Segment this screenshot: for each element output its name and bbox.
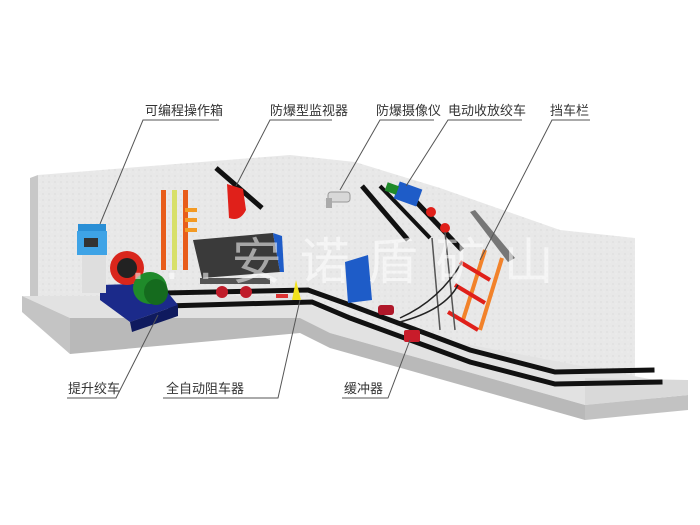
electric-winch [360,181,464,252]
hoisting-winch [100,251,178,332]
mine-car [193,233,284,298]
label-automatic-car-stopper: 全自动阻车器 [166,382,245,397]
automatic-car-stopper [276,280,301,300]
label-electric-winch: 电动收放绞车 [448,104,527,119]
label-explosion-proof-camera: 防爆摄像仪 [376,104,442,119]
buffer [378,305,420,342]
explosion-proof-camera [326,191,351,208]
label-programmable-control-box: 可编程操作箱 [145,104,224,119]
label-hoisting-winch: 提升绞车 [68,382,121,397]
label-car-stop-barrier: 挡车栏 [550,104,590,119]
label-buffer: 缓冲器 [344,382,384,397]
signal-poles [161,190,197,270]
programmable-control-box [77,224,107,293]
signal-cabinet [345,255,372,303]
leader-lines [67,119,590,399]
label-explosion-proof-monitor: 防爆型监视器 [270,104,349,119]
explosion-proof-monitor [214,166,264,219]
